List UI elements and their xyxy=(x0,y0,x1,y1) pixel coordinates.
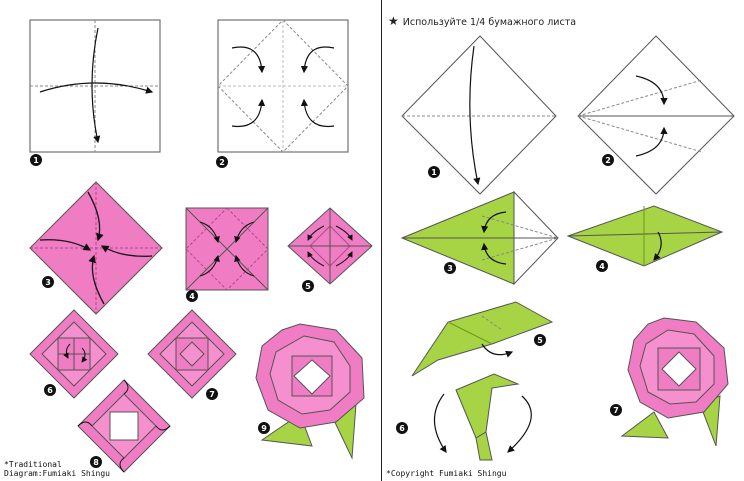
step-3-label: 3 xyxy=(45,278,51,287)
instruction-text: Используйте 1/4 бумажного листа xyxy=(402,17,577,28)
step-3-diagram: 3 xyxy=(29,181,163,315)
right-step-5-label: 5 xyxy=(537,336,543,345)
right-step-3-diagram: 3 xyxy=(400,190,559,286)
right-step-3-label: 3 xyxy=(447,264,453,273)
traditional-credit-line1: *Traditional xyxy=(4,460,62,469)
copyright-note: *Copyright Fumiaki Shingu xyxy=(386,469,507,478)
step-6-diagram: 6 xyxy=(29,309,119,399)
step-8-label: 8 xyxy=(93,458,99,467)
step-6-label: 6 xyxy=(47,386,53,395)
step-8-diagram: 8 xyxy=(77,379,171,473)
left-diagram-svg: 1 2 3 4 xyxy=(29,19,373,473)
right-step-7-rose: 7 xyxy=(610,317,729,447)
panel-divider xyxy=(381,0,382,481)
step-2-label: 2 xyxy=(219,158,225,167)
right-step-7-label: 7 xyxy=(613,406,619,415)
right-step-5-diagram: 5 xyxy=(411,301,554,377)
step-9-label: 9 xyxy=(261,424,267,433)
step-4-diagram: 4 xyxy=(185,207,269,302)
step-1-diagram: 1 xyxy=(29,19,161,166)
right-step-1-diagram: 1 xyxy=(401,35,557,195)
step-5-label: 5 xyxy=(305,282,311,291)
right-step-2-diagram: 2 xyxy=(577,35,735,195)
step-7-diagram: 7 xyxy=(147,309,237,400)
step-7-label: 7 xyxy=(209,390,215,399)
right-step-6-diagram: 6 xyxy=(396,373,532,461)
right-step-1-label: 1 xyxy=(431,168,437,177)
right-step-6-label: 6 xyxy=(399,424,405,433)
right-step-4-label: 4 xyxy=(599,262,605,271)
step-1-number xyxy=(30,154,42,166)
right-diagram-panel: ★Используйте 1/4 бумажного листа 1 2 xyxy=(382,0,744,481)
star-icon: ★ xyxy=(388,14,399,28)
step-5-diagram: 5 xyxy=(287,207,373,292)
right-diagram-svg: 1 2 3 4 5 xyxy=(396,35,735,461)
left-diagram-panel: 1 2 3 4 xyxy=(4,19,373,478)
step-4-label: 4 xyxy=(189,292,195,301)
instruction-header: ★Используйте 1/4 бумажного листа xyxy=(388,14,576,28)
right-step-4-diagram: 4 xyxy=(566,205,724,272)
step-2-diagram: 2 xyxy=(216,19,349,168)
right-step-2-label: 2 xyxy=(605,156,611,165)
step-9-rose: 9 xyxy=(255,323,365,460)
traditional-credit-line2: Diagram:Fumiaki Shingu xyxy=(4,469,110,478)
step-1-label: 1 xyxy=(33,156,39,165)
